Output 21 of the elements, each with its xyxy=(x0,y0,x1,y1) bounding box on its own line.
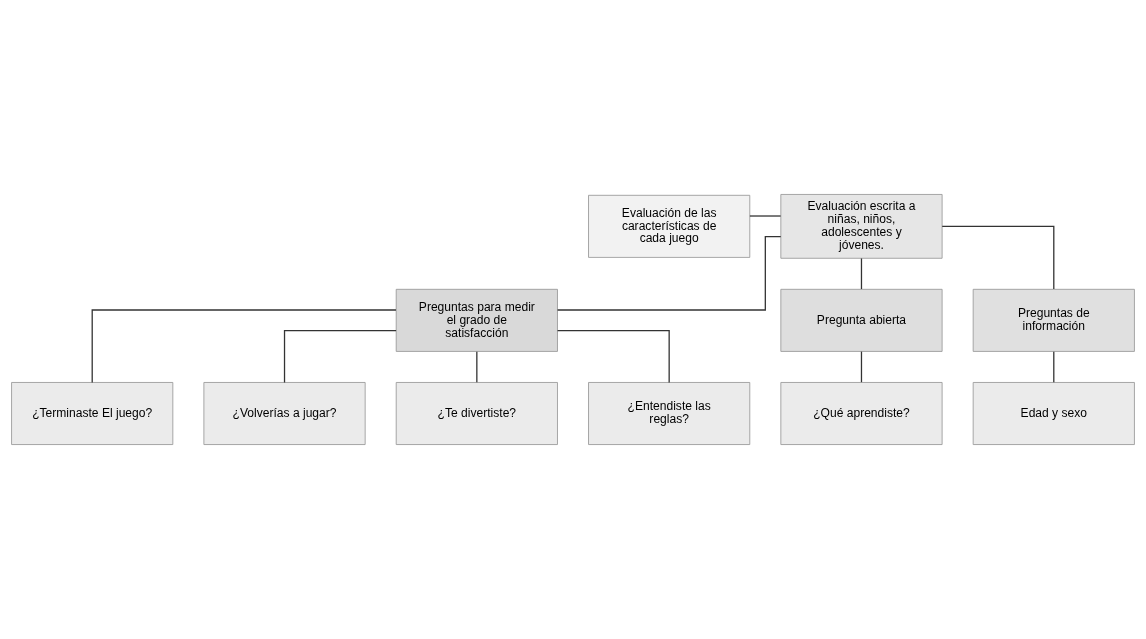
node-box: ¿Entendiste las reglas? xyxy=(588,382,751,445)
node-box: Evaluación de las características de cada juego xyxy=(588,194,751,258)
node-box: Edad y sexo xyxy=(972,382,1135,445)
node-box: ¿Te divertiste? xyxy=(395,382,558,445)
node-box: Preguntas de información xyxy=(972,288,1135,352)
connector xyxy=(283,330,397,384)
node-box: ¿Volverías a jugar? xyxy=(203,382,366,445)
connector xyxy=(1053,351,1055,383)
connector xyxy=(556,330,670,384)
node-box: Pregunta abierta xyxy=(780,288,943,352)
connector xyxy=(860,351,863,383)
connector xyxy=(749,215,782,217)
node-box: ¿Qué aprendiste? xyxy=(780,382,943,445)
connector xyxy=(941,225,1055,290)
connector xyxy=(556,236,782,311)
connector xyxy=(476,351,478,383)
node-box: Evaluación escrita a niñas, niños, adolescentes y jóvenes. xyxy=(780,194,943,259)
node-box: Preguntas para medir el grado de satisfacción xyxy=(395,288,558,352)
connector xyxy=(860,257,863,290)
connector xyxy=(91,309,397,384)
node-box: ¿Terminaste El juego? xyxy=(11,382,174,445)
